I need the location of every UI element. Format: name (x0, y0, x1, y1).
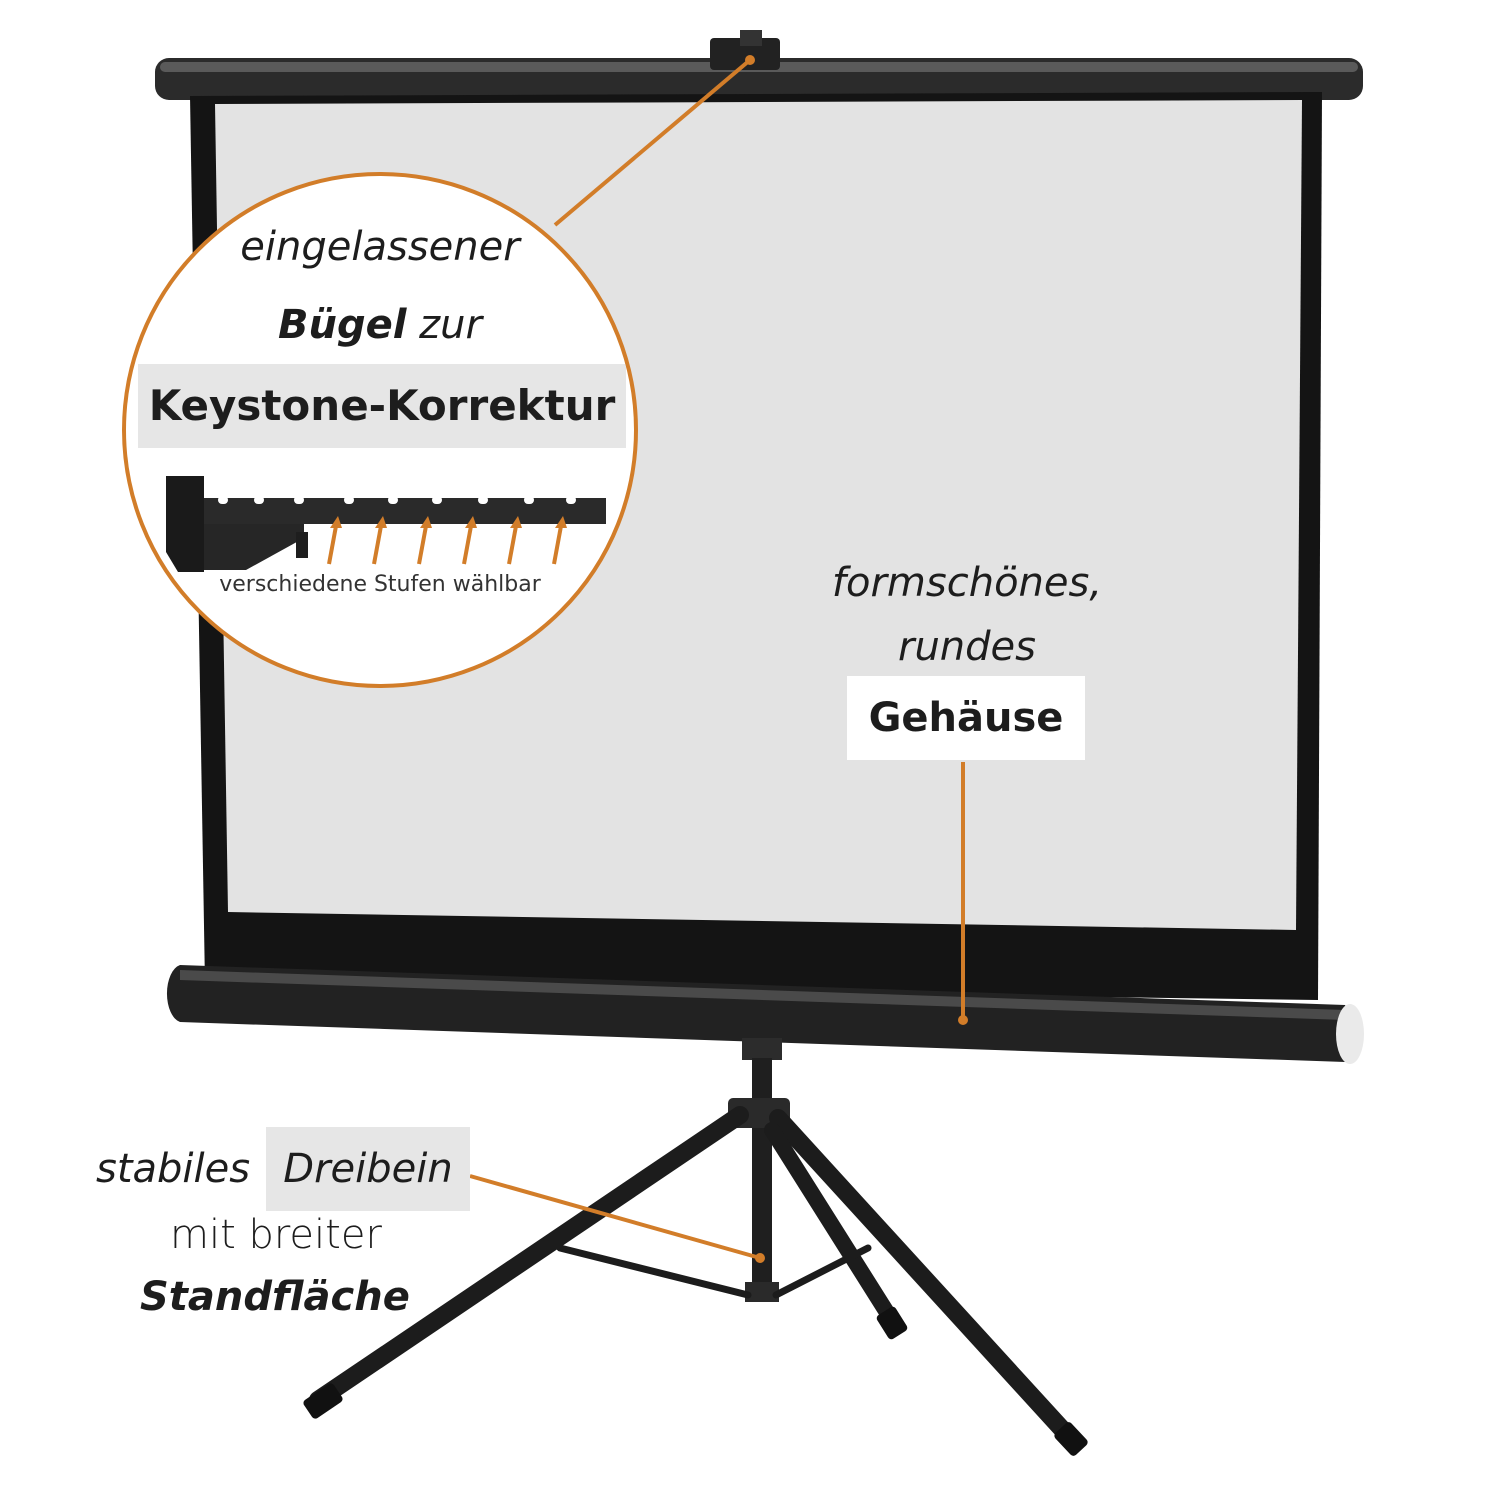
callout-keystone-caption: verschiedene Stufen wählbar (219, 572, 541, 597)
keystone-highlight-text: Keystone-Korrektur (148, 381, 616, 430)
tripod-legs (309, 1106, 1081, 1449)
bracket-detail (166, 476, 606, 572)
callout-housing-line2: rundes (898, 624, 1036, 670)
callout-keystone-bold-word: Bügel (278, 302, 407, 348)
callout-keystone-line2: Bügel zur (126, 302, 634, 348)
callout-tripod-line2: mit breiter (170, 1212, 382, 1258)
step-arrows (327, 516, 567, 565)
tripod-mount (742, 1038, 782, 1060)
keystone-callout: eingelassener Bügel zur Keystone-Korrekt… (122, 172, 638, 688)
callout-keystone-line2-rest: zur (406, 302, 482, 348)
top-hook (710, 38, 780, 70)
tripod-highlight-text: Dreibein (283, 1146, 453, 1192)
keystone-highlight-box: Keystone-Korrektur (138, 364, 626, 448)
callout-housing-line1: formschönes, (831, 560, 1103, 606)
tripod-leader-line (469, 1174, 761, 1260)
housing-highlight-box: Gehäuse (847, 676, 1085, 760)
callout-tripod-line3: Standfläche (140, 1274, 410, 1320)
tripod-highlight-box: Dreibein (266, 1127, 470, 1211)
keystone-leader-line (553, 58, 752, 227)
callout-keystone-line1: eingelassener (240, 224, 520, 270)
callout-tripod-line1: stabiles (96, 1146, 251, 1192)
housing-highlight-text: Gehäuse (868, 695, 1064, 741)
